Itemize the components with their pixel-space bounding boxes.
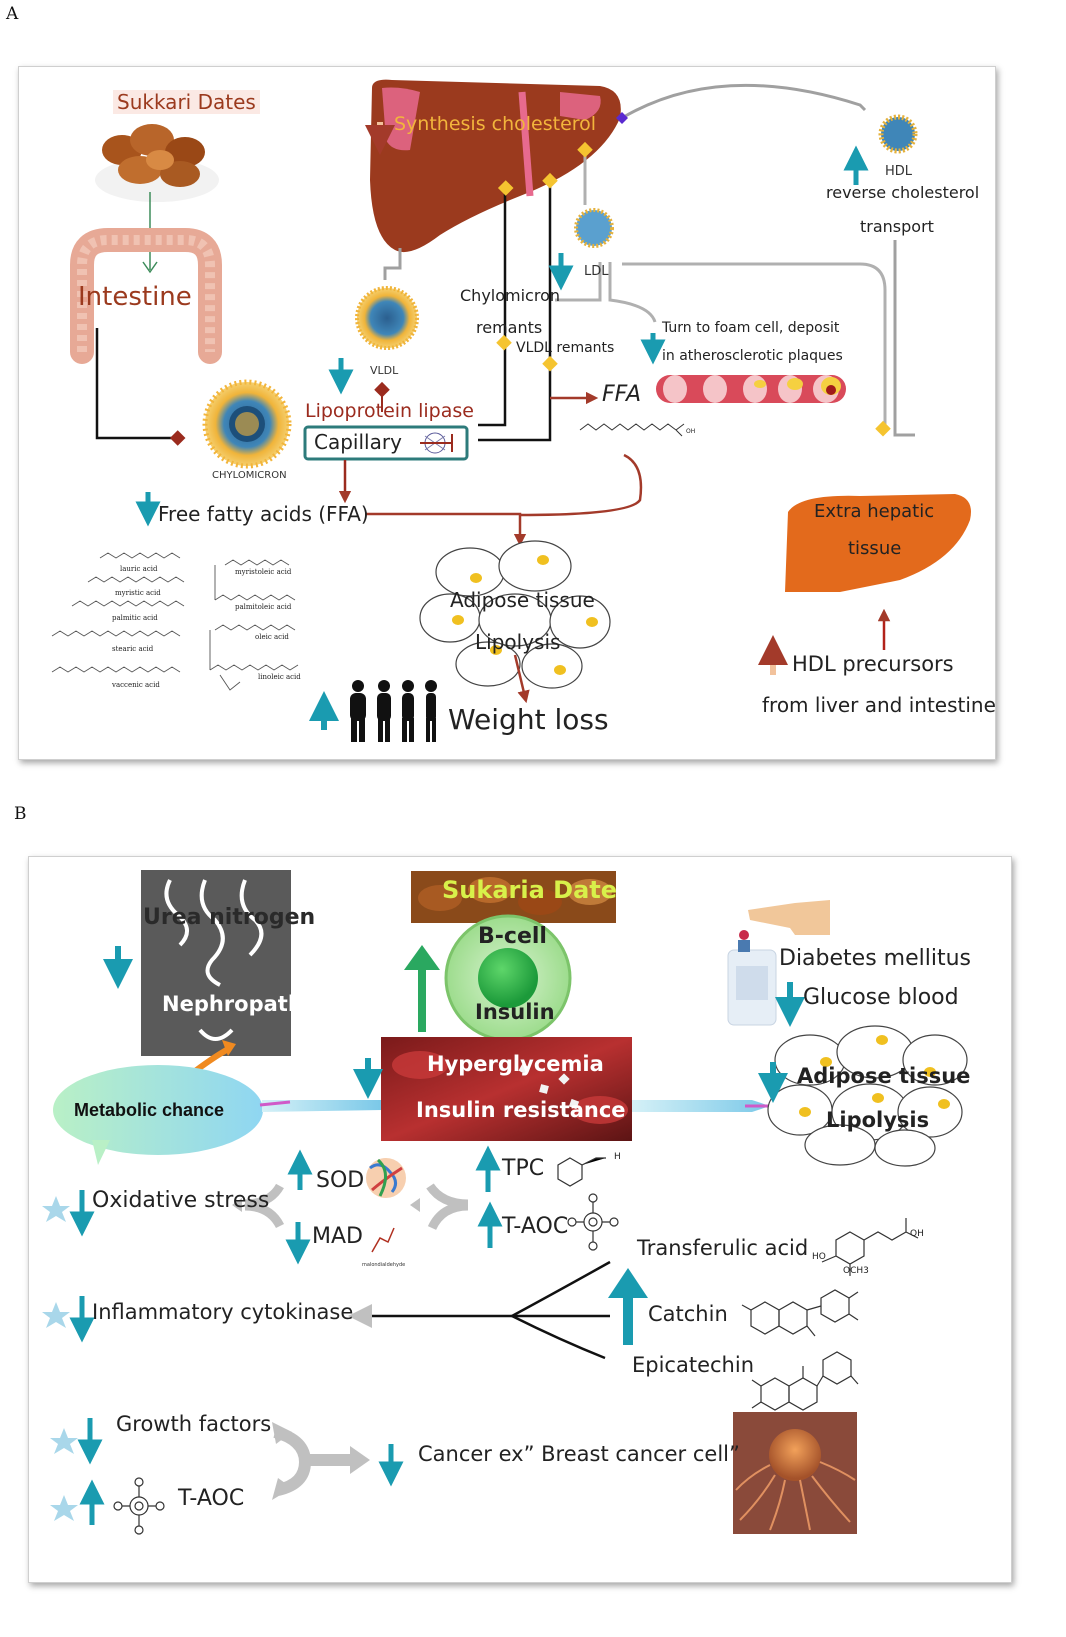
- b-cell-label: B-cell: [478, 924, 547, 949]
- t-aoc-label: T-AOC: [502, 1214, 569, 1239]
- vldl-particle-icon: [355, 286, 419, 350]
- ldl-particle-icon: [574, 208, 614, 248]
- star-icon: [42, 1196, 70, 1222]
- glucose-blood-label: Glucose blood: [803, 985, 959, 1010]
- lipolysis-label-b: Lipolysis: [826, 1108, 930, 1132]
- ldl-label: LDL: [584, 264, 609, 279]
- lipolysis-label-a: Lipolysis: [475, 630, 561, 654]
- oh-label: OH: [686, 428, 696, 435]
- growth-factors-label: Growth factors: [116, 1412, 272, 1436]
- catchin-label: Catchin: [648, 1302, 728, 1326]
- increase-polyphenols-arrow-icon: [608, 1268, 648, 1298]
- hyperglycemia-label: Hyperglycemia: [427, 1052, 604, 1076]
- fatty-acid-name: lauric acid: [120, 565, 158, 573]
- urea-nitrogen-label: Urea nitrogen: [143, 905, 316, 930]
- malondialdehyde-label: malondialdehyde: [362, 1262, 406, 1268]
- lipase-enzyme-icon: [420, 432, 453, 454]
- epicatechin-structure-icon: [751, 1351, 859, 1411]
- fatty-acid-name: linoleic acid: [258, 673, 301, 681]
- kidney-image: [141, 870, 291, 1056]
- metabolic-chance-bubble: [53, 1065, 263, 1165]
- ffa-label: FFA: [602, 382, 642, 407]
- foam-cell-label-2: in atherosclerotic plaques: [662, 348, 843, 364]
- fatty-acid-name: myristoleic acid: [235, 568, 292, 576]
- chylomicron-icon: [202, 379, 292, 469]
- sukaria-date-label: Sukaria Date: [442, 876, 618, 904]
- metabolic-chance-label: Metabolic chance: [74, 1100, 225, 1120]
- star-icon: [50, 1428, 78, 1454]
- taoc-network-icon-2: [113, 1477, 165, 1535]
- chylomicron-remnants-label-2: remants: [476, 318, 543, 337]
- capillary-label: Capillary: [314, 430, 402, 454]
- vldl-remnants-label: VLDL remants: [516, 340, 615, 356]
- diabetes-label: Diabetes mellitus: [779, 946, 971, 971]
- fatty-acid-name: stearic acid: [112, 645, 154, 653]
- insulin-label: Insulin: [475, 1000, 555, 1024]
- adipose-tissue-label-b: Adipose tissue: [797, 1064, 971, 1088]
- transferulic-acid-label: Transferulic acid: [637, 1236, 809, 1260]
- dates-bowl-icon: [95, 124, 219, 202]
- fatty-acid-structures-icon: [51, 552, 299, 691]
- ferulic-acid-structure-icon: [821, 1218, 919, 1276]
- cancer-label: Cancer ex” Breast cancer cell”: [418, 1442, 740, 1466]
- sod-protein-icon: [366, 1158, 406, 1198]
- increase-bcell-arrow-icon: [404, 945, 440, 970]
- structure-h-label: H: [614, 1152, 621, 1162]
- sukkari-dates-label: Sukkari Dates: [113, 90, 260, 114]
- adipose-cells-icon-b: [767, 1025, 968, 1167]
- extra-hepatic-label-2: tissue: [848, 538, 902, 559]
- taoc-network-icon: [567, 1193, 619, 1251]
- extra-hepatic-label-1: Extra hepatic: [814, 501, 935, 522]
- fatty-acid-name: myristic acid: [115, 589, 161, 597]
- star-icon: [50, 1495, 78, 1521]
- reverse-transport-label-1: reverse cholesterol: [826, 183, 980, 202]
- weight-loss-label: Weight loss: [448, 703, 609, 736]
- structure-ho-label: HO: [812, 1252, 826, 1262]
- fatty-acid-name: vaccenic acid: [112, 681, 160, 689]
- foam-cell-label-1: Turn to foam cell, deposit: [662, 320, 840, 336]
- hdl-precursors-label-1: HDL precursors: [792, 652, 954, 676]
- star-icon: [42, 1302, 70, 1328]
- nephropathy-label: Nephropathy: [162, 992, 317, 1016]
- body-silhouettes-icon: [350, 680, 437, 742]
- tpc-label: TPC: [502, 1156, 545, 1181]
- intestine-icon: [70, 228, 222, 364]
- oxidative-stress-label: Oxidative stress: [92, 1188, 270, 1213]
- extra-hepatic-organ-icon: [785, 494, 971, 592]
- artery-plaque-icon: [656, 375, 846, 403]
- catechin-structure-icon: [741, 1289, 859, 1337]
- structure-oh-label: OH: [910, 1229, 924, 1239]
- panel-a-letter: A: [6, 4, 19, 24]
- sod-label: SOD: [316, 1168, 365, 1193]
- fatty-acid-name: palmitic acid: [112, 614, 158, 622]
- synthesis-cholesterol-label: Synthesis cholesterol: [394, 113, 597, 135]
- structure-och3-label: OCH3: [843, 1266, 869, 1276]
- connector-diamond: [169, 430, 186, 446]
- hdl-precursors-label-2: from liver and intestine: [762, 693, 996, 717]
- reverse-transport-label-2: transport: [860, 217, 934, 236]
- epicatechin-label: Epicatechin: [632, 1353, 755, 1377]
- glucometer-icon: [727, 900, 830, 1026]
- panel-b-letter: B: [14, 804, 27, 824]
- mad-label: MAD: [312, 1224, 363, 1249]
- hdl-particle-icon: [878, 114, 918, 154]
- inflammatory-label: Inflammatory cytokinase: [92, 1300, 354, 1324]
- capillary-box: [303, 425, 469, 461]
- insulin-resistance-label: Insulin resistance: [416, 1098, 626, 1122]
- chylomicron-remnants-label-1: Chylomicron: [460, 286, 560, 305]
- fatty-acid-name: oleic acid: [255, 633, 289, 641]
- adipose-cells-icon: [419, 540, 611, 689]
- free-fatty-acids-label: Free fatty acids (FFA): [158, 502, 369, 526]
- chylomicron-label: CHYLOMICRON: [212, 470, 287, 481]
- lipoprotein-lipase-label: Lipoprotein lipase: [305, 400, 474, 422]
- intestine-label: Intestine: [78, 282, 192, 312]
- hdl-label: HDL: [885, 164, 913, 179]
- adipose-tissue-label-a: Adipose tissue: [450, 588, 595, 612]
- fatty-acid-name: palmitoleic acid: [235, 603, 292, 611]
- t-aoc-label-2: T-AOC: [178, 1486, 245, 1511]
- vldl-label: VLDL: [370, 364, 399, 377]
